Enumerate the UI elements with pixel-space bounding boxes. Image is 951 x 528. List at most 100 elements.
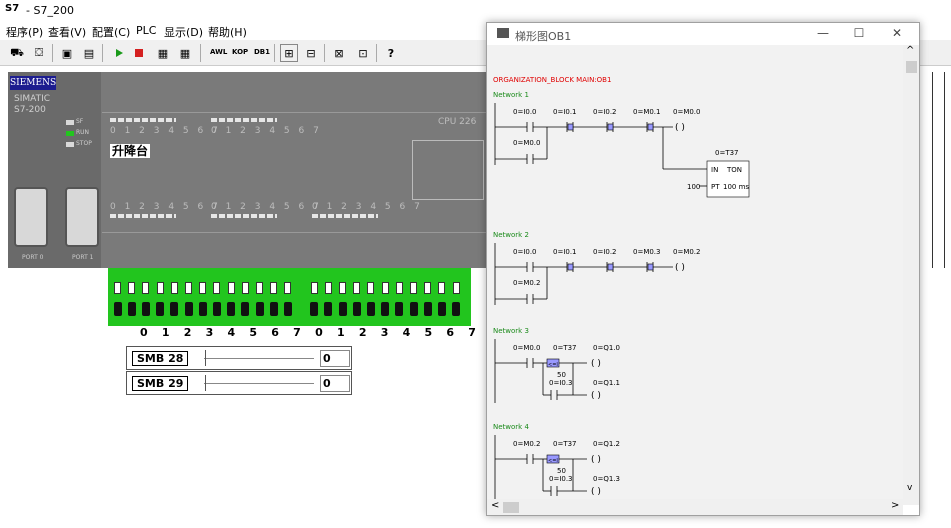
menu-config[interactable]: 配置(C): [92, 26, 131, 39]
app-title: - S7_200: [26, 4, 74, 17]
kop-button[interactable]: KOP: [232, 48, 249, 56]
input-switch-21[interactable]: [424, 282, 432, 294]
toolbar-separator: [324, 44, 325, 62]
input-switch-base-20: [409, 302, 418, 316]
input-switch-base-0: [113, 302, 122, 316]
contact-nc-mark: [607, 123, 614, 131]
save-icon[interactable]: ⛋: [34, 46, 44, 59]
input-switch-8[interactable]: [227, 282, 235, 294]
run-led: [66, 131, 74, 136]
input-switch-6[interactable]: [199, 282, 207, 294]
coil: ( ): [675, 263, 685, 273]
scroll-right-arrow[interactable]: >: [891, 500, 900, 511]
stop-led: [66, 142, 74, 147]
menu-display[interactable]: 显示(D): [164, 26, 204, 39]
port1-label: PORT 1: [72, 254, 94, 261]
monitor2-icon[interactable]: ▦: [179, 46, 191, 60]
plc-device: SIEMENS SIMATIC S7-200 SF RUN STOP PORT …: [8, 72, 488, 268]
toolbar-separator: [52, 44, 53, 62]
operand-label: 0=M0.0: [513, 344, 541, 352]
operand-label: 0=M0.2: [513, 440, 541, 448]
smb28-value[interactable]: 0: [320, 350, 350, 367]
sf-label: SF: [76, 118, 84, 125]
input-switch-20[interactable]: [410, 282, 417, 294]
operand-label: 0=I0.1: [553, 248, 577, 256]
input-switch-1[interactable]: [128, 282, 136, 294]
monitor-icon[interactable]: ▦: [157, 46, 169, 60]
input-switch-14[interactable]: [324, 282, 332, 294]
input-switch-base-16: [352, 302, 361, 316]
input-switch-22[interactable]: [438, 282, 446, 294]
config-icon[interactable]: ⊡: [358, 46, 368, 60]
input-switch-4[interactable]: [170, 282, 178, 294]
run-icon[interactable]: [110, 44, 128, 62]
minimize-button[interactable]: —: [817, 26, 829, 40]
db1-button[interactable]: DB1: [254, 48, 271, 56]
input-switch-13[interactable]: [310, 282, 318, 294]
print-icon[interactable]: ▤: [83, 46, 95, 60]
menu-view[interactable]: 查看(V): [48, 26, 87, 39]
input-switch-0[interactable]: [114, 282, 121, 294]
timer-pt-value: 100: [687, 183, 700, 191]
menu-help[interactable]: 帮助(H): [208, 26, 247, 39]
help-icon[interactable]: ?: [387, 46, 395, 60]
vertical-scroll-thumb[interactable]: [906, 61, 917, 73]
timer-box: [706, 160, 750, 198]
scroll-up-arrow[interactable]: ^: [906, 45, 915, 56]
stop-icon[interactable]: [130, 44, 148, 62]
input-switch-15[interactable]: [339, 282, 346, 294]
input-switch-base-11: [269, 302, 278, 316]
toolbar-separator: [376, 44, 377, 62]
right-frame-line: [932, 72, 933, 268]
input-switch-base-19: [395, 302, 404, 316]
horizontal-scroll-thumb[interactable]: [503, 502, 519, 513]
smb29-slider[interactable]: [205, 375, 208, 391]
input-switch-11[interactable]: [270, 282, 278, 294]
vertical-scrollbar[interactable]: ^ v: [903, 45, 919, 505]
input-switch-9[interactable]: [241, 282, 249, 294]
input-led-bar: [211, 118, 277, 122]
input-switch-base-12: [283, 302, 292, 316]
operand-label: 0=M0.0: [673, 108, 701, 116]
timer-icon[interactable]: ⊠: [334, 46, 344, 60]
input-switch-2[interactable]: [142, 282, 150, 294]
input-switch-3[interactable]: [156, 282, 164, 294]
input-switch-base-1: [127, 302, 136, 316]
output-byte-label: 0 1 2 3 4 5 6 7: [312, 202, 423, 212]
input-switch-base-18: [381, 302, 390, 316]
scroll-down-arrow[interactable]: v: [907, 483, 913, 493]
menu-plc[interactable]: PLC: [136, 24, 157, 37]
smb29-value[interactable]: 0: [320, 375, 350, 392]
maximize-button[interactable]: ☐: [853, 26, 865, 40]
input-switch-18[interactable]: [381, 282, 389, 294]
input-switch-19[interactable]: [395, 282, 403, 294]
close-button[interactable]: ✕: [891, 26, 903, 40]
window-icon[interactable]: ⊞: [280, 44, 298, 62]
scroll-left-arrow[interactable]: <: [491, 500, 500, 511]
awl-button[interactable]: AWL: [210, 48, 228, 56]
network-label: Network 4: [493, 423, 529, 431]
operand-label: 0=I0.1: [553, 108, 577, 116]
load-icon[interactable]: ⛟: [10, 45, 24, 59]
open-icon[interactable]: ▣: [61, 46, 73, 60]
window2-icon[interactable]: ⊟: [306, 46, 316, 60]
smb28-slider[interactable]: [205, 350, 208, 366]
input-switch-7[interactable]: [213, 282, 221, 294]
operand-label: 0=M0.0: [513, 139, 541, 147]
siemens-logo: SIEMENS: [10, 76, 57, 90]
input-switch-12[interactable]: [284, 282, 292, 294]
plc-divider: [102, 112, 488, 113]
input-switch-base-4: [170, 302, 179, 316]
operand-label: 0=T37: [553, 344, 577, 352]
input-switch-23[interactable]: [452, 282, 460, 294]
input-byte-label: 0 1 2 3 4 5 6 7: [211, 126, 322, 136]
output-led-bar: [312, 214, 378, 218]
horizontal-scrollbar[interactable]: < >: [487, 499, 903, 515]
input-switch-17[interactable]: [367, 282, 375, 294]
input-switch-16[interactable]: [353, 282, 361, 294]
input-switch-10[interactable]: [256, 282, 263, 294]
menu-program[interactable]: 程序(P): [6, 26, 44, 39]
operand-label: 0=M0.1: [633, 108, 661, 116]
input-switch-5[interactable]: [185, 282, 192, 294]
input-switch-panel: [108, 268, 471, 326]
